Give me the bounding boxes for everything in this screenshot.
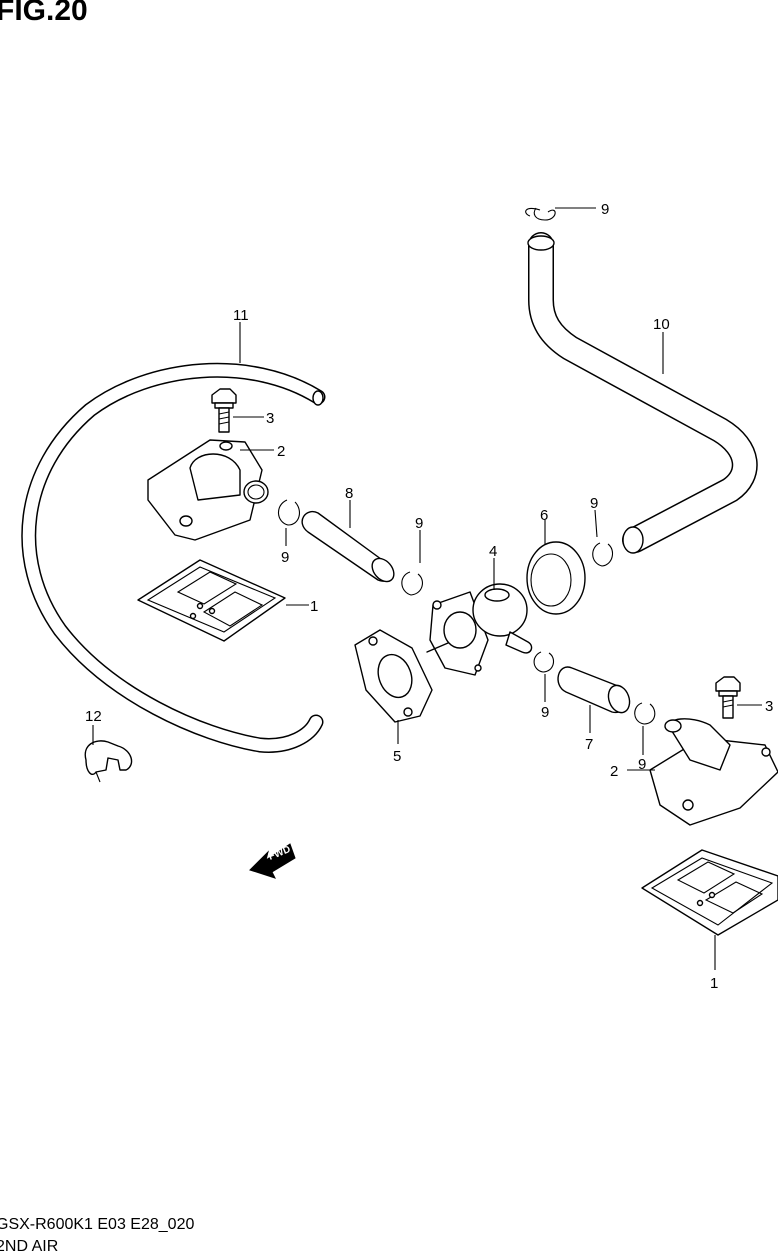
clamp-9-f [634, 702, 656, 725]
callout-9: 9 [281, 549, 289, 566]
hose-7 [557, 666, 631, 714]
callout-4: 4 [489, 543, 497, 560]
section-name: 2ND AIR [0, 1238, 59, 1255]
model-code: GSX-R600K1 E03 E28_020 [0, 1216, 195, 1233]
clamp-9-a [525, 207, 556, 221]
callout-12: 12 [85, 708, 102, 725]
callout-3: 3 [266, 410, 274, 427]
fwd-arrow: FWD [249, 843, 296, 879]
callout-1: 1 [310, 598, 318, 615]
hose-10 [527, 232, 758, 554]
clamp-9-e [533, 651, 555, 673]
bolt-3-upper [211, 388, 237, 433]
bolt-3-lower [715, 676, 741, 719]
callout-6: 6 [540, 507, 548, 524]
seal-6 [526, 541, 586, 615]
callout-3: 3 [765, 698, 773, 715]
gasket-5 [354, 629, 433, 723]
callouts: 9 11 10 3 2 8 9 6 9 9 4 1 9 3 12 7 5 9 2… [85, 201, 773, 992]
hose-11 [21, 362, 326, 753]
reed-valve-cover-2-lower [649, 718, 778, 826]
callout-9: 9 [541, 704, 549, 721]
callout-11: 11 [233, 307, 249, 324]
callout-9: 9 [638, 756, 646, 773]
callout-5: 5 [393, 748, 401, 765]
hose-8 [301, 510, 395, 583]
callout-2: 2 [277, 443, 285, 460]
callout-1: 1 [710, 975, 718, 992]
callout-9: 9 [601, 201, 609, 218]
callout-7: 7 [585, 736, 593, 753]
leader-lines [92, 207, 762, 970]
figure-title: FIG.20 [0, 0, 88, 27]
callout-2: 2 [610, 763, 618, 780]
pair-valve-4 [426, 583, 533, 676]
clamp-9-d [592, 542, 614, 567]
callout-10: 10 [653, 316, 670, 333]
callout-8: 8 [345, 485, 353, 502]
clamp-9-b [277, 499, 301, 526]
reed-plate-1-lower [641, 849, 778, 936]
hose-clip-12 [84, 740, 133, 783]
callout-9: 9 [590, 495, 598, 512]
reed-valve-cover-2-upper [147, 439, 269, 541]
callout-9: 9 [415, 515, 423, 532]
clamp-9-c [401, 571, 424, 596]
reed-plate-1-upper [137, 559, 286, 642]
